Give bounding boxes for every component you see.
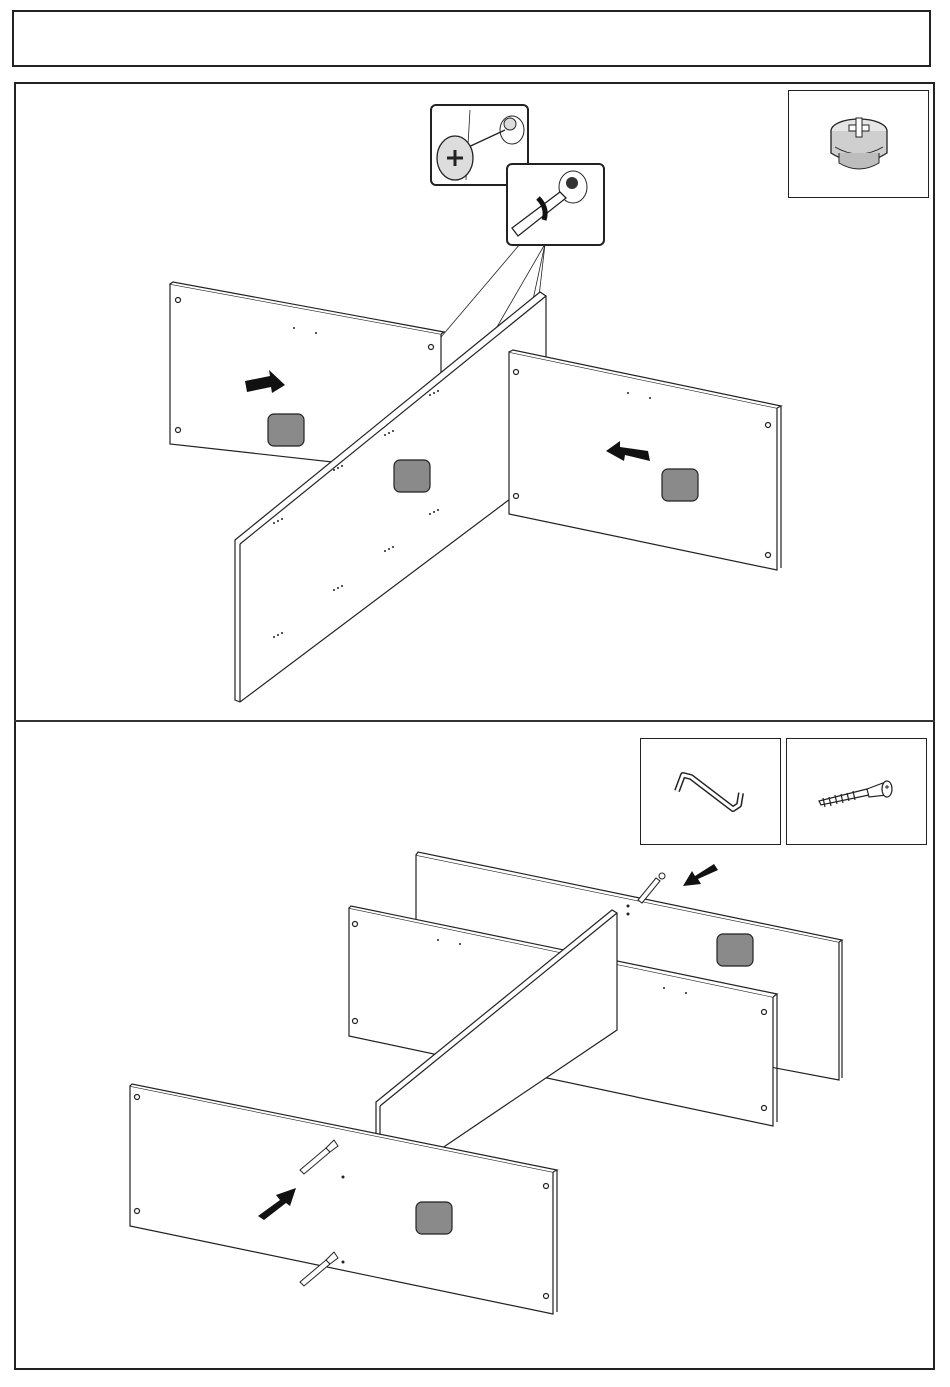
push-arrow-back xyxy=(683,864,718,886)
step1-assembly-illustration xyxy=(0,0,950,720)
step2-assembly-illustration xyxy=(0,722,950,1382)
right-side-panel xyxy=(509,350,781,570)
confirmat-screw-top xyxy=(638,873,665,903)
screwdriver-turn-detail-icon xyxy=(507,164,604,245)
front-panel xyxy=(130,1084,557,1314)
